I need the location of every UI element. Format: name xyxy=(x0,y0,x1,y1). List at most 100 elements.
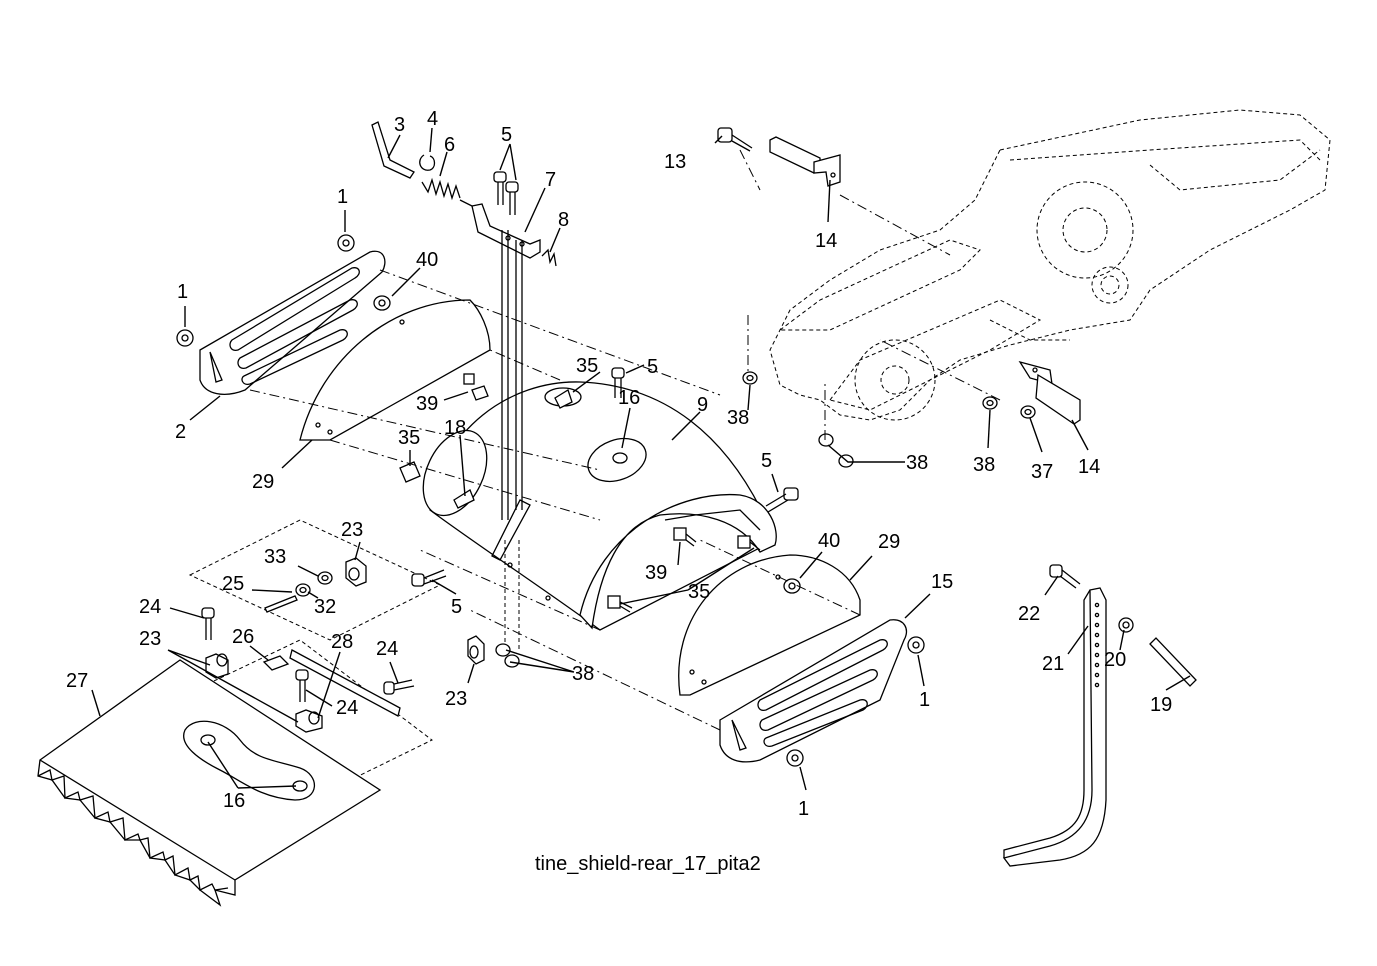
label-16-bottom: 16 xyxy=(223,790,245,812)
label-29-right: 29 xyxy=(878,531,900,553)
label-5-top: 5 xyxy=(501,124,512,146)
label-29-left: 29 xyxy=(252,471,274,493)
nut-40-right xyxy=(783,578,801,594)
label-38-pair: 38 xyxy=(906,452,928,474)
label-5-mid: 5 xyxy=(647,356,658,378)
label-25: 25 xyxy=(222,573,244,595)
label-6: 6 xyxy=(444,134,455,156)
label-24-right: 24 xyxy=(376,638,398,660)
bracket-14-upper xyxy=(769,136,841,187)
diagram-caption: tine_shield-rear_17_pita2 xyxy=(535,853,761,875)
label-1-left: 1 xyxy=(177,281,188,303)
label-5-right: 5 xyxy=(761,450,772,472)
washer-33 xyxy=(317,571,333,585)
rear-flap-27 xyxy=(37,659,382,907)
bolt-24-left xyxy=(201,607,215,640)
label-23-top: 23 xyxy=(341,519,363,541)
bolt-35-right-b xyxy=(607,595,633,613)
label-16-top: 16 xyxy=(618,387,640,409)
bracket-7 xyxy=(471,203,541,259)
label-3: 3 xyxy=(394,114,405,136)
label-38-lower: 38 xyxy=(572,663,594,685)
label-40-left: 40 xyxy=(416,249,438,271)
pin-19 xyxy=(1149,637,1197,687)
bolt-13 xyxy=(717,127,753,152)
label-20: 20 xyxy=(1104,649,1126,671)
nut-1-left xyxy=(176,329,194,347)
label-32: 32 xyxy=(314,596,336,618)
nut-1-right xyxy=(907,636,925,654)
hinge-23-left xyxy=(205,653,229,679)
label-9: 9 xyxy=(697,394,708,416)
label-35-right: 35 xyxy=(688,581,710,603)
label-4: 4 xyxy=(427,108,438,130)
label-1-right: 1 xyxy=(919,689,930,711)
bolt-24-right xyxy=(383,679,415,695)
hinge-23-top xyxy=(345,557,367,587)
nuts-38-lower xyxy=(495,643,520,668)
bolt-39-right xyxy=(673,527,697,547)
rod-3 xyxy=(371,121,415,179)
label-33: 33 xyxy=(264,546,286,568)
nut-16-top xyxy=(612,452,628,464)
label-14-upper: 14 xyxy=(815,230,837,252)
label-27: 27 xyxy=(66,670,88,692)
nut-38-right xyxy=(982,396,998,410)
label-22: 22 xyxy=(1018,603,1040,625)
label-24-center: 24 xyxy=(336,697,358,719)
label-24-left: 24 xyxy=(139,596,161,618)
bolt-22 xyxy=(1049,564,1081,589)
label-8: 8 xyxy=(558,209,569,231)
label-35-left: 35 xyxy=(398,427,420,449)
side-plate-29-right xyxy=(678,554,861,696)
label-15: 15 xyxy=(931,571,953,593)
rear-flap xyxy=(579,493,777,630)
bolt-5-right xyxy=(765,487,799,513)
alignment-lines xyxy=(249,149,1001,731)
bracket-14-lower xyxy=(1018,360,1081,425)
nut-40-left xyxy=(373,295,391,311)
side-skid-15 xyxy=(719,619,908,763)
bolt-5-lower xyxy=(411,569,447,587)
label-35-top: 35 xyxy=(576,355,598,377)
center-rods xyxy=(501,230,523,650)
nut-38-upper xyxy=(742,371,758,385)
part-labels: 1 1 2 3 4 6 5 7 8 40 35 5 16 9 39 35 18 … xyxy=(66,108,1172,820)
nut-1-top xyxy=(337,234,355,252)
depth-stake-21 xyxy=(1002,587,1107,867)
nut-37 xyxy=(1020,405,1036,419)
bolt-35-top xyxy=(554,389,573,409)
label-14-lower: 14 xyxy=(1078,456,1100,478)
bolt-5-mid xyxy=(611,367,625,398)
side-skid-2 xyxy=(199,250,386,395)
label-23-left: 23 xyxy=(139,628,161,650)
label-39-right: 39 xyxy=(645,562,667,584)
leader-lines xyxy=(91,127,1191,791)
nut-20 xyxy=(1118,617,1134,633)
bolt-39-left xyxy=(463,373,489,401)
label-38-upper: 38 xyxy=(727,407,749,429)
bolt-35-right-a xyxy=(737,535,761,551)
hinge-23-center xyxy=(295,709,323,733)
label-26: 26 xyxy=(232,626,254,648)
spring-8 xyxy=(541,248,557,267)
side-plate-29-left xyxy=(299,299,491,441)
bolts-5-top xyxy=(493,171,519,215)
nut-32 xyxy=(295,583,311,597)
label-28: 28 xyxy=(331,631,353,653)
nut-1-bottom xyxy=(786,749,804,767)
label-38-right: 38 xyxy=(973,454,995,476)
label-39-left: 39 xyxy=(416,393,438,415)
label-7: 7 xyxy=(545,169,556,191)
bolt-24-center xyxy=(295,669,309,702)
label-23-mid: 23 xyxy=(445,688,467,710)
label-18: 18 xyxy=(444,417,466,439)
label-1-top: 1 xyxy=(337,186,348,208)
label-21: 21 xyxy=(1042,653,1064,675)
spring-6 xyxy=(421,177,473,207)
label-2: 2 xyxy=(175,421,186,443)
tiller-body-phantom xyxy=(769,109,1331,421)
label-1-bottom: 1 xyxy=(798,798,809,820)
label-37: 37 xyxy=(1031,461,1053,483)
pin-25 xyxy=(264,595,298,613)
